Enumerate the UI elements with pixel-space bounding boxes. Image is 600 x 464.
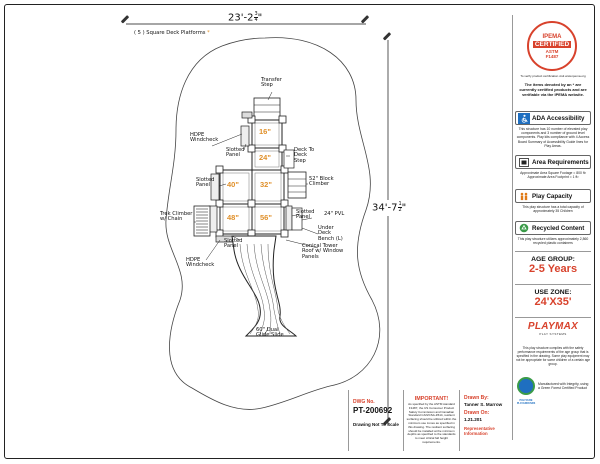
polycube-logo	[517, 377, 535, 395]
deck-40	[219, 169, 253, 205]
leader-lines	[194, 91, 319, 337]
height-dimension	[383, 32, 391, 426]
sheet-border	[4, 4, 595, 459]
recycled-text: This play structure utilizes approximate…	[517, 237, 589, 246]
deck-48	[219, 203, 253, 235]
transfer-step-label: Transfer Step	[261, 77, 282, 89]
transfer-step	[253, 97, 281, 121]
hdpe-windcheck-bottom-label: HDPE Windcheck	[186, 257, 215, 269]
manufacturer-badge: Manufactured with Integrity, using a Gre…	[517, 371, 591, 401]
deck-height-32: 32"	[260, 180, 272, 189]
deck-to-deck-label: Deck To Deck Step	[294, 147, 315, 164]
children-icon	[518, 191, 530, 202]
ipema-verify-note: To verify product certification visit ww…	[520, 74, 586, 78]
info-side-panel: IPEMA CERTIFIED ASTM F1487 To verify pro…	[512, 15, 593, 440]
capacity-title: Play Capacity	[532, 192, 573, 200]
capacity-section: Play Capacity This play structure has a …	[515, 189, 591, 213]
area-text: Approximate Area Square Footage = 800 ft…	[520, 171, 586, 180]
deck-height-48: 48"	[227, 213, 239, 222]
width-dimension	[121, 15, 369, 25]
deck-32	[251, 169, 285, 205]
dwg-number: PT-200692	[353, 406, 393, 415]
deck-height-24: 24"	[259, 153, 271, 162]
area-icon	[518, 157, 530, 168]
age-group-label: AGE GROUP:	[531, 256, 575, 263]
age-group-value: 2-5 Years	[528, 263, 578, 275]
trek-climber-label: Trek Climber w/ Chain	[160, 211, 193, 223]
capacity-text: This play structure has a total capacity…	[522, 205, 584, 214]
side-panels	[208, 125, 293, 233]
pvc-label: 24" PVL	[324, 211, 345, 217]
square-deck-label: ( 5 ) Square Deck Platforms *	[134, 30, 210, 36]
slotted-panel-label-4: Slotted Panel	[224, 238, 243, 250]
dual-glide-slide-label: 60" Dual Glide Slide	[256, 327, 284, 339]
site-plan-drawing	[121, 15, 391, 426]
deck-56	[251, 203, 285, 235]
slotted-panel-label-1: Slotted Panel	[226, 147, 245, 159]
deck-height-56: 56"	[260, 213, 272, 222]
compliance-note: This play structure complies with the sa…	[515, 346, 591, 366]
polycube-brand: POLYCUBE PLAYGROUNDS	[516, 399, 536, 405]
pvc-bench	[291, 207, 303, 231]
drawn-on-label: Drawn On:	[464, 410, 490, 416]
drawn-by-value: Tanner S. Marrow	[464, 402, 503, 407]
playmax-logo: PLAYMAX PLAY SYSTEMS	[527, 321, 579, 336]
use-zone-label: USE ZONE:	[534, 289, 572, 296]
use-zone-outline	[165, 37, 381, 410]
ada-section: ADA Accessibility This structure has 10 …	[515, 111, 591, 148]
hdpe-windcheck-top-label: HDPE Windcheck	[190, 132, 219, 144]
dwg-number-block: DWG No. PT-200692 Drawing Not To Scale	[348, 390, 403, 451]
deck-height-40: 40"	[227, 180, 239, 189]
deck-height-16: 16"	[259, 127, 271, 136]
trek-climber	[193, 205, 211, 237]
ada-title: ADA Accessibility	[532, 114, 585, 122]
age-group-box: AGE GROUP: 2-5 Years	[515, 251, 591, 285]
deck-to-deck-step	[283, 149, 295, 169]
ipema-seal: IPEMA CERTIFIED ASTM F1487	[527, 21, 577, 71]
recycle-icon	[518, 223, 530, 234]
slotted-panel-label-2: Slotted Panel	[196, 177, 215, 189]
drawn-by-block: Drawn By: Tanner S. Marrow Drawn On: 1.2…	[459, 390, 511, 451]
recycled-title: Recycled Content	[532, 224, 585, 232]
drawn-by-label: Drawn By:	[464, 395, 489, 401]
important-text: As specified by the ASTM standard F1487,…	[406, 402, 457, 444]
drawn-on-value: 1.21.201	[464, 417, 482, 422]
important-block: IMPORTANT! As specified by the ASTM stan…	[403, 390, 459, 451]
under-deck-bench-label: Under Deck Bench (L)	[318, 225, 343, 242]
recycled-section: Recycled Content This play structure uti…	[515, 221, 591, 245]
ada-text: This structure has 10 number of elevated…	[516, 127, 590, 148]
important-title: IMPORTANT!	[414, 396, 449, 402]
dual-glide-slide	[231, 235, 298, 337]
representative-info: Representative Information	[464, 426, 495, 436]
dwg-label: DWG No.	[353, 399, 375, 405]
area-title: Area Requirements	[532, 158, 589, 166]
slotted-panel-label-3: Slotted Panel	[296, 209, 315, 221]
deck-posts	[215, 115, 289, 238]
conical-tower-roof-label: Conical Tower Roof w/ Window Panels	[302, 243, 344, 260]
use-zone-box: USE ZONE: 24'X35'	[515, 285, 591, 318]
use-zone-value: 24'X35'	[534, 296, 572, 308]
scale-note: Drawing Not To Scale	[353, 422, 399, 427]
area-section: Area Requirements Approximate Area Squar…	[515, 155, 591, 179]
block-climber	[287, 171, 307, 199]
block-climber-label: 52" Block Climber	[309, 176, 334, 188]
ipema-statement: The items denoted by an * are currently …	[519, 82, 587, 97]
wheelchair-icon	[518, 112, 530, 124]
